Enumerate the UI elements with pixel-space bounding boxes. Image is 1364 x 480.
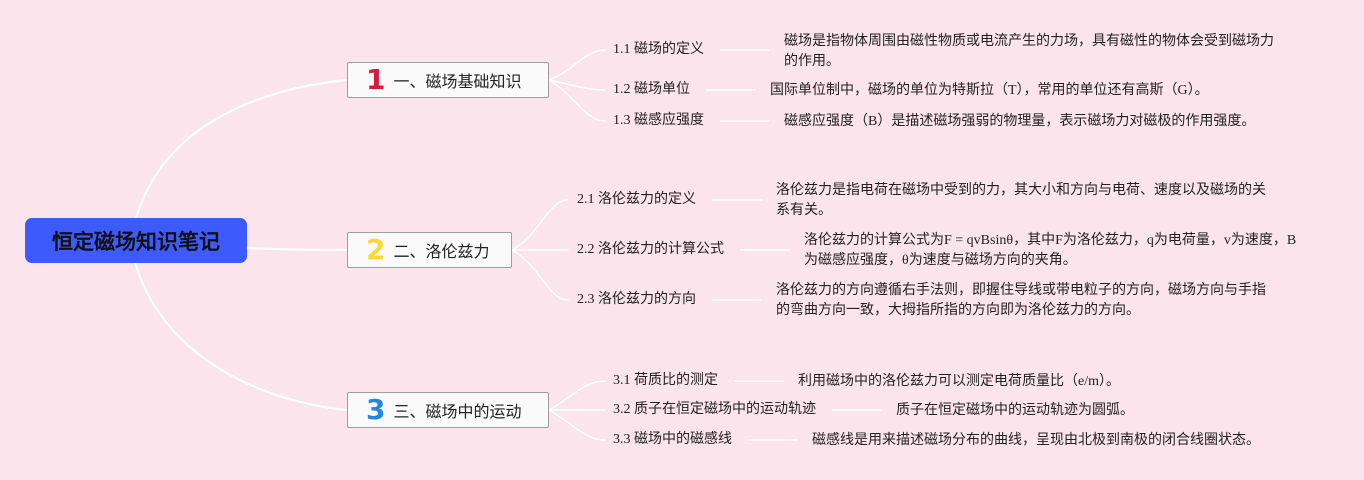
subtopic-3-3[interactable]: 3.3 磁场中的磁感线 — [613, 432, 732, 447]
connector-root-branch-1 — [133, 78, 349, 224]
description-1-1: 磁场是指物体周围由磁性物质或电流产生的力场，具有磁性的物体会受到磁场力的作用。 — [784, 34, 1274, 69]
connector-root-branch-3 — [133, 260, 349, 412]
connector-b1-s3 — [548, 79, 606, 122]
connector-b3-s1 — [548, 380, 606, 411]
subtopic-1-1[interactable]: 1.1 磁场的定义 — [613, 42, 704, 57]
description-2-2: 洛伦兹力的计算公式为F = qvBsinθ，其中F为洛伦兹力，q为电荷量，v为速… — [804, 233, 1297, 268]
number-2-icon: 2 — [366, 233, 386, 266]
connector-b1-s1 — [548, 49, 606, 81]
description-2-3: 洛伦兹力的方向遵循右手法则，即握住导线或带电粒子的方向，磁场方向与手指的弯曲方向… — [776, 283, 1266, 318]
branch-topic-3[interactable]: 3 三、磁场中的运动 — [347, 392, 549, 428]
description-1-3: 磁感应强度（B）是描述磁场强弱的物理量，表示磁场力对磁极的作用强度。 — [784, 114, 1256, 129]
subtopic-1-2[interactable]: 1.2 磁场单位 — [613, 82, 690, 97]
description-2-1: 洛伦兹力是指电荷在磁场中受到的力，其大小和方向与电荷、速度以及磁场的关系有关。 — [776, 183, 1266, 218]
branch-topic-2[interactable]: 2 二、洛伦兹力 — [347, 232, 512, 268]
number-3-icon: 3 — [366, 393, 386, 426]
description-3-2: 质子在恒定磁场中的运动轨迹为圆弧。 — [896, 403, 1134, 418]
subtopic-1-3[interactable]: 1.3 磁感应强度 — [613, 113, 704, 128]
branch-topic-1[interactable]: 1 一、磁场基础知识 — [347, 62, 549, 98]
subtopic-3-1[interactable]: 3.1 荷质比的测定 — [613, 373, 718, 388]
root-topic[interactable]: 恒定磁场知识笔记 — [25, 218, 247, 263]
subtopic-3-2[interactable]: 3.2 质子在恒定磁场中的运动轨迹 — [613, 402, 816, 417]
branch-title: 二、洛伦兹力 — [393, 242, 490, 261]
connector-b2-s1 — [511, 199, 569, 251]
connector-root-branch-2 — [245, 246, 349, 252]
connector-b1-s2 — [548, 79, 606, 91]
description-1-2: 国际单位制中，磁场的单位为特斯拉（T），常用的单位还有高斯（G）。 — [770, 83, 1209, 98]
connector-b2-s3 — [511, 249, 569, 301]
subtopic-2-3[interactable]: 2.3 洛伦兹力的方向 — [577, 292, 696, 307]
subtopic-2-1[interactable]: 2.1 洛伦兹力的定义 — [577, 192, 696, 207]
number-1-icon: 1 — [366, 63, 386, 96]
subtopic-2-2[interactable]: 2.2 洛伦兹力的计算公式 — [577, 242, 724, 257]
description-3-3: 磁感线是用来描述磁场分布的曲线，呈现由北极到南极的闭合线圈状态。 — [812, 433, 1260, 448]
branch-title: 三、磁场中的运动 — [393, 402, 522, 421]
branch-title: 一、磁场基础知识 — [393, 72, 522, 91]
description-3-1: 利用磁场中的洛伦兹力可以测定电荷质量比（e/m）。 — [798, 374, 1120, 389]
connector-b3-s3 — [548, 409, 606, 441]
